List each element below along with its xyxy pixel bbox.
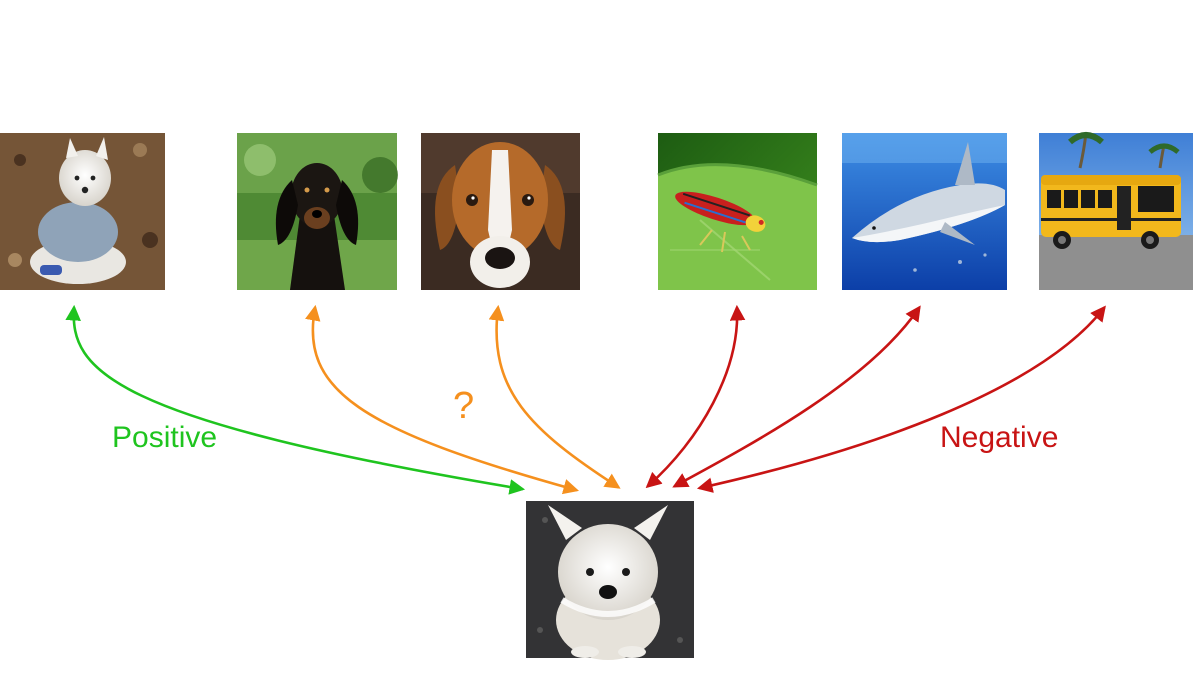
negative-arrow-bus [696, 305, 1106, 493]
negative-arrow-shark [672, 305, 921, 488]
negative-label: Negative [940, 421, 1058, 454]
uncertain-arrow-beagle [488, 304, 621, 489]
leafhopper-on-leaf-photo [657, 133, 818, 290]
beagle-photo [421, 133, 580, 290]
yellow-school-bus-photo [1039, 132, 1193, 290]
uncertain-arrow-hound [305, 304, 580, 495]
black-hound-photo [237, 133, 398, 290]
westie-sitting-photo [526, 501, 694, 660]
positive-label: Positive [112, 421, 217, 454]
uncertain-label: ? [453, 385, 474, 427]
shark-underwater-photo [842, 133, 1007, 290]
westie-in-sweater-photo [0, 133, 165, 290]
